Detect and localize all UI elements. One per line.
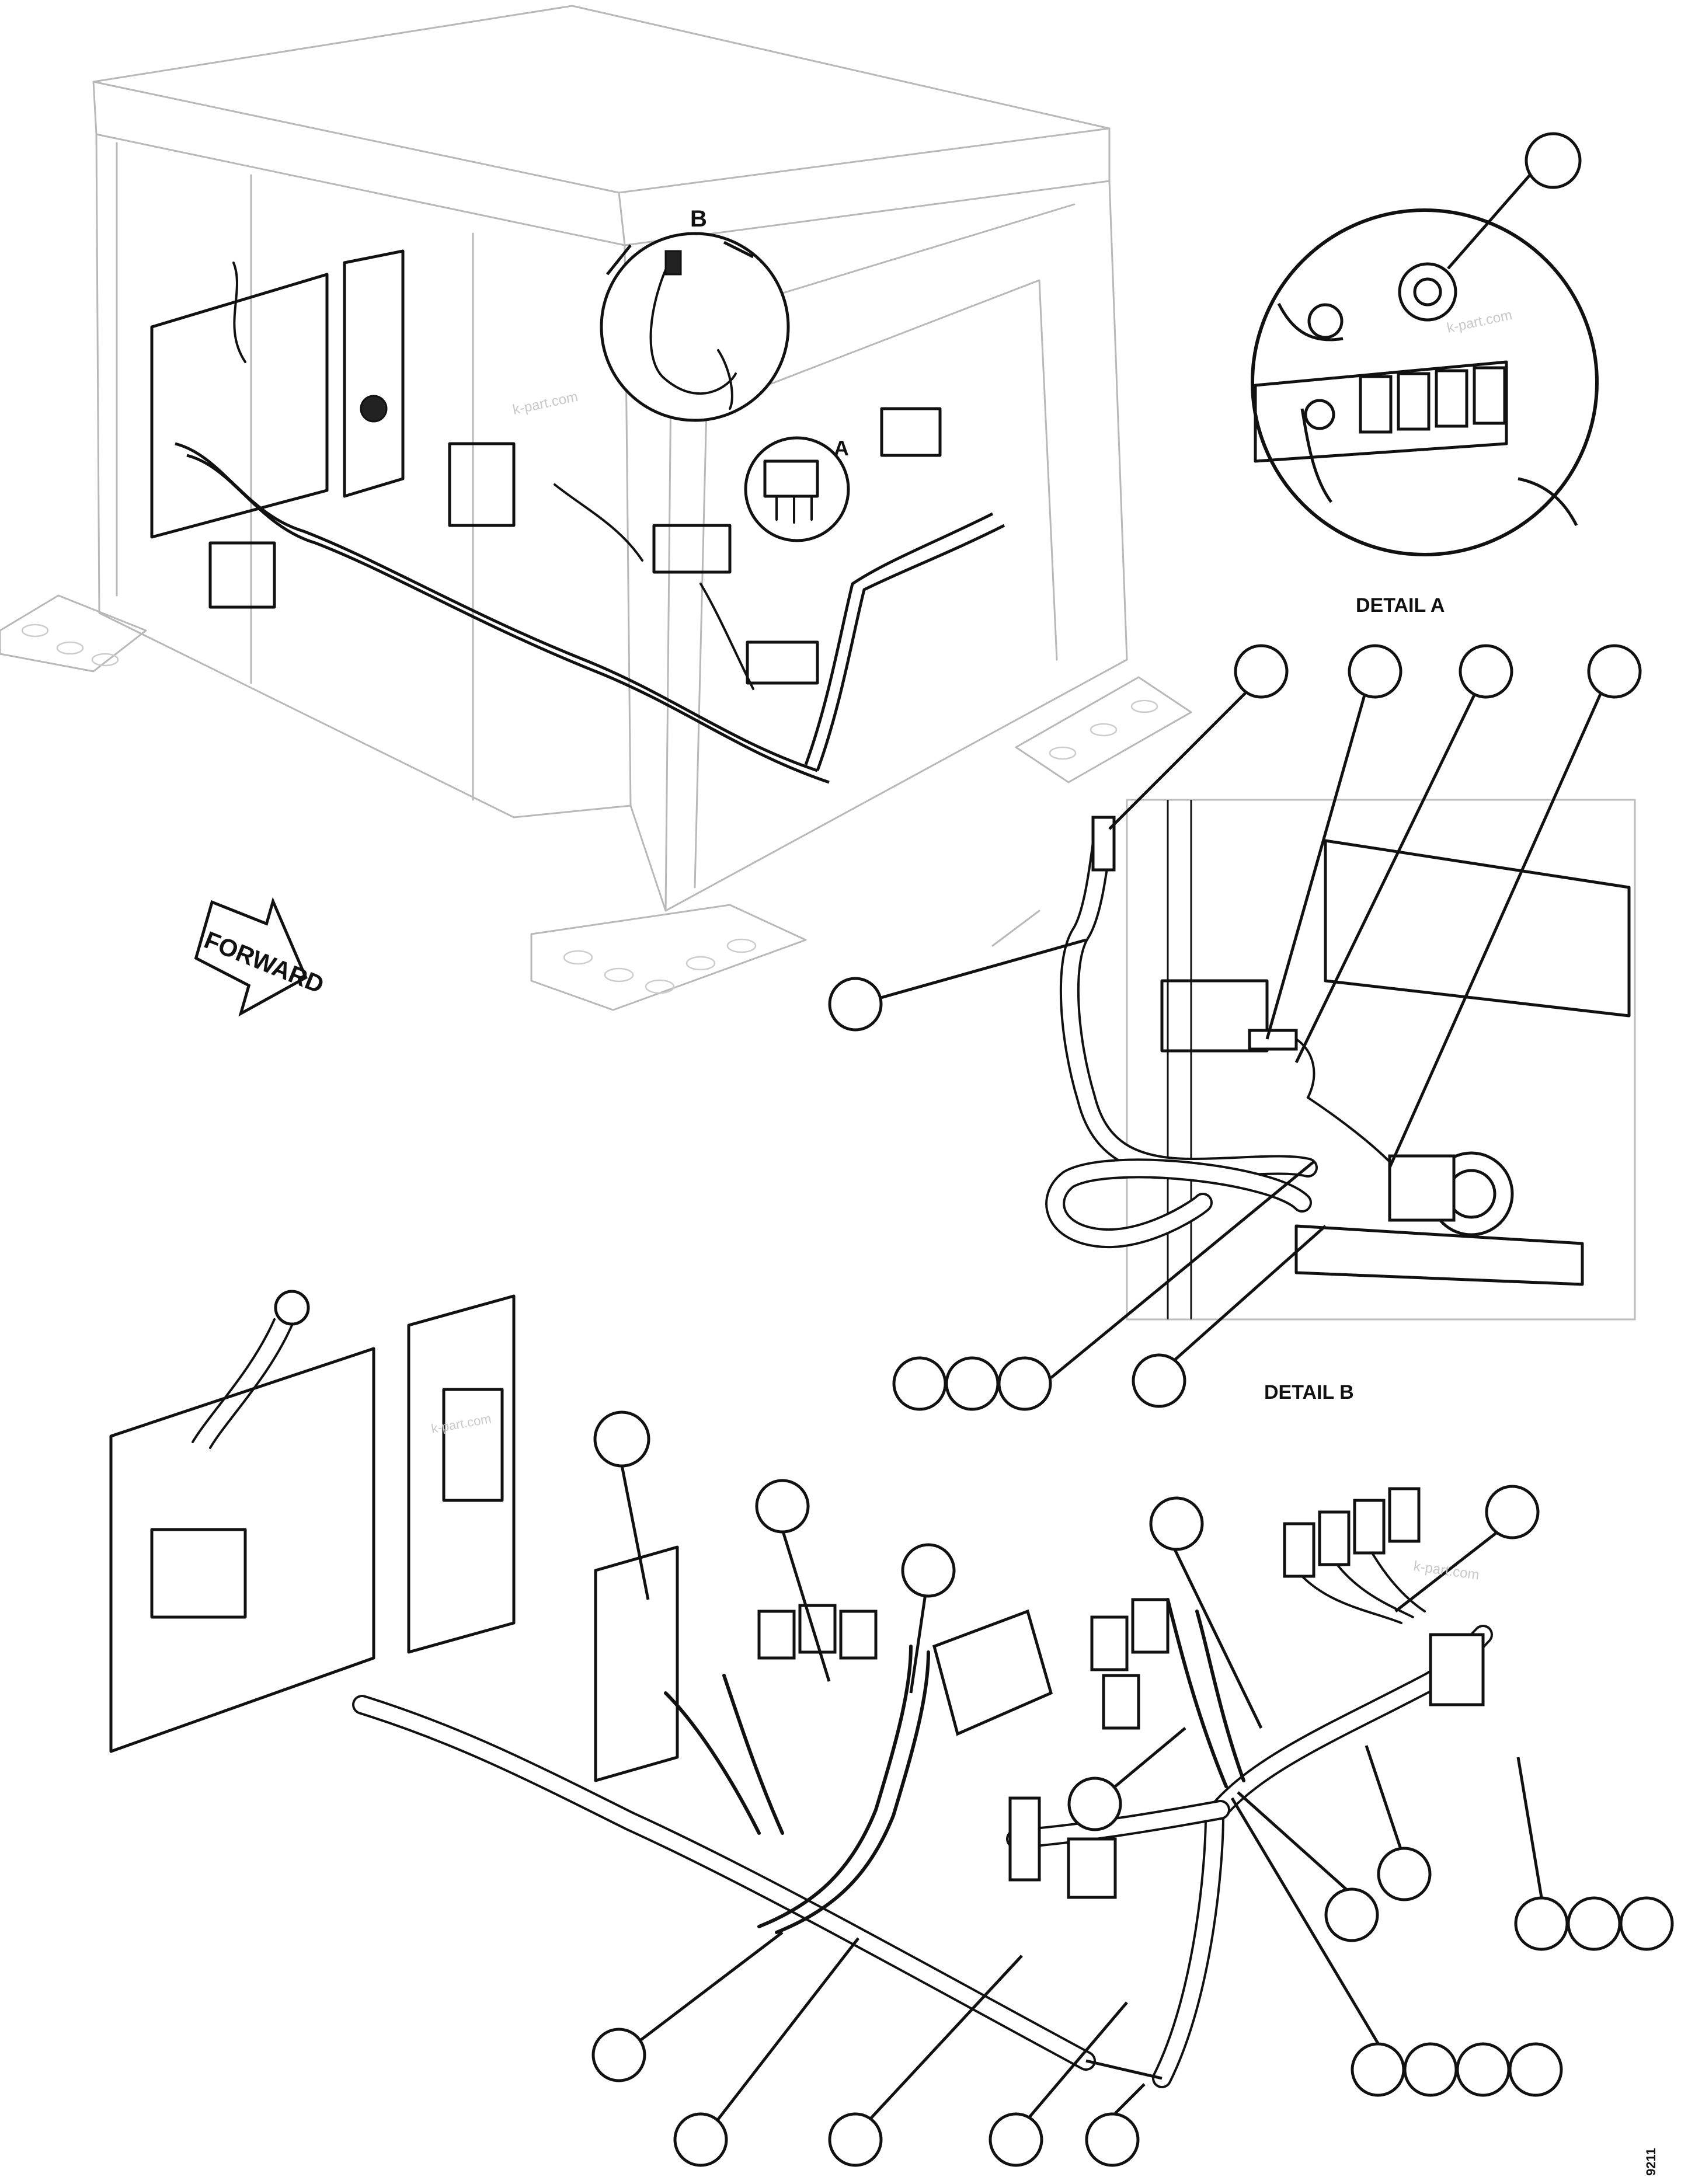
callout-balloon [989,2112,1043,2167]
cab-mount-front-left [0,594,147,673]
callout-balloon [1234,644,1289,699]
rocker-switch-2 [1397,372,1431,431]
watermark: k-part.com [1412,1558,1480,1583]
cab-harness-routing [150,249,1005,784]
harness-assembly-view [109,1290,1493,2088]
callout-balloon [828,977,883,1032]
detail-b-label: DETAIL B [1264,1381,1354,1403]
cab-mount-front-right [530,904,807,1011]
detail-b-view: DETAIL B [991,799,1636,1403]
detail-a-label: DETAIL A [1356,594,1445,616]
cab-mount-rear-right [1015,676,1192,783]
callout-balloon [1324,1887,1379,1942]
callout-balloon [755,1479,810,1534]
callout-balloon [1149,1496,1204,1551]
callout-balloon [1067,1777,1122,1831]
connector-cluster-d [1008,1633,1485,1899]
callout-balloon [901,1543,956,1598]
rocker-switch-1 [1359,375,1393,434]
callout-balloon [1348,644,1402,699]
callout-balloon [1587,644,1642,699]
callout-balloon [997,1356,1052,1411]
view-a-circle: A [744,436,850,542]
view-b-circle: B [600,206,790,422]
callout-balloon [1567,1896,1621,1951]
callout-balloon [828,2112,883,2167]
control-module [932,1609,1053,1736]
callout-balloon [593,1410,650,1468]
watermark: k-part.com [511,389,579,418]
rocker-switch-4 [1473,366,1506,425]
callout-balloon [1132,1353,1186,1408]
callout-balloon [1085,2112,1140,2167]
callout-balloon [892,1356,947,1411]
callout-balloon [1377,1847,1432,1901]
forward-arrow: FORWARD [194,897,328,1017]
callout-balloon [1514,1896,1569,1951]
connector [1091,816,1116,872]
connector-cluster-a [757,1604,878,1660]
cab-roof [92,5,1111,194]
rocker-switch-3 [1435,369,1468,428]
callout-balloon [1351,2042,1405,2097]
callout-balloon [591,2028,646,2082]
callout-balloon [1459,644,1513,699]
electrical-panel [109,1347,375,1753]
mounting-plate [407,1294,516,1654]
callout-balloon [1456,2042,1511,2097]
round-switch [1398,262,1457,322]
connector-cluster-b [1090,1598,1170,1730]
cab-isometric-view: B A FORWARD [0,5,1192,1017]
callout-balloon [673,2112,728,2167]
callout-balloon [1525,132,1582,189]
detail-a-view: DETAIL A [1251,208,1599,616]
watermark: k-part.com [430,1411,493,1436]
callout-balloon [1619,1896,1674,1951]
view-a-label: A [834,436,849,460]
connector-cluster-c [1283,1487,1426,1624]
callout-balloon [1485,1485,1540,1539]
callout-balloon [1508,2042,1563,2097]
callout-balloon [945,1356,1000,1411]
callout-balloon [1403,2042,1458,2097]
figure-id: 9211 [1644,2148,1658,2176]
relay-plate [594,1545,679,1782]
callouts [591,132,1674,2167]
view-b-label: B [690,206,707,232]
